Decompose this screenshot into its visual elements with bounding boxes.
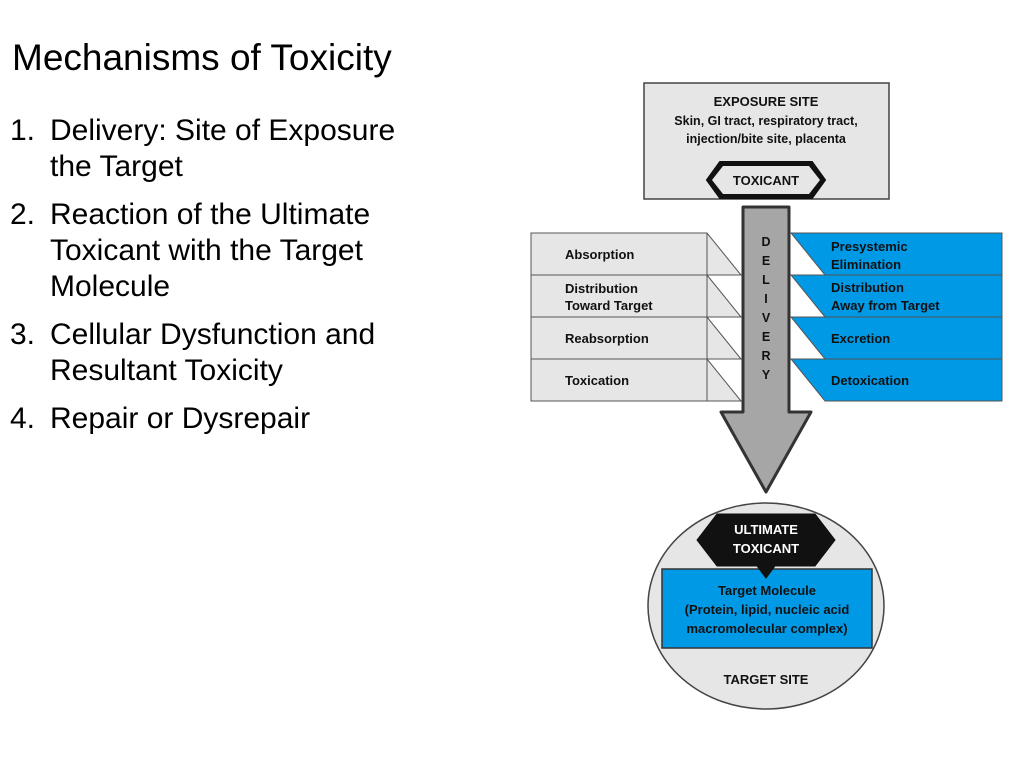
process-label: Distribution <box>565 281 638 296</box>
exposure-site-title: EXPOSURE SITE <box>714 94 819 109</box>
exposure-site-text: EXPOSURE SITE Skin, GI tract, respirator… <box>674 94 857 146</box>
process-label: Toward Target <box>565 298 653 313</box>
mechanism-list: 1. Delivery: Site of Exposure the Target… <box>10 113 520 449</box>
delivery-letter: E <box>762 330 770 344</box>
delivery-letter: Y <box>762 368 771 382</box>
delivery-letter: I <box>764 292 767 306</box>
target-site-label: TARGET SITE <box>724 672 809 687</box>
process-label: Absorption <box>565 247 634 262</box>
target-molecule-line: macromolecular complex) <box>686 621 847 636</box>
target-molecule-text: Target Molecule (Protein, lipid, nucleic… <box>685 583 850 636</box>
ultimate-toxicant-hexagon <box>696 513 836 579</box>
process-box-excretion <box>789 316 1003 360</box>
target-molecule-line: (Protein, lipid, nucleic acid <box>685 602 850 617</box>
process-label: Toxication <box>565 373 629 388</box>
list-line: Cellular Dysfunction and <box>50 318 376 351</box>
left-process-labels: Absorption Distribution Toward Target Re… <box>565 247 653 388</box>
delivery-letter: V <box>762 311 771 325</box>
list-line: Repair or Dysrepair <box>50 402 311 435</box>
list-line: Delivery: Site of Exposure <box>50 114 396 147</box>
process-label: Away from Target <box>831 298 940 313</box>
list-item: 3. Cellular Dysfunction and Resultant To… <box>10 317 520 389</box>
list-item: 4. Repair or Dysrepair <box>10 401 520 437</box>
list-number: 1. <box>10 114 36 147</box>
delivery-letters: D E L I V E R Y <box>761 235 770 382</box>
target-molecule-line: Target Molecule <box>718 583 816 598</box>
process-label: Detoxication <box>831 373 909 388</box>
process-label: Presystemic <box>831 239 908 254</box>
left-process-boxes <box>530 232 743 402</box>
ultimate-toxicant-line: TOXICANT <box>733 541 799 556</box>
slide-title: Mechanisms of Toxicity <box>12 37 392 78</box>
process-label: Reabsorption <box>565 331 649 346</box>
toxicant-hexagon-inner <box>712 166 820 194</box>
exposure-site-line: injection/bite site, placenta <box>686 132 847 146</box>
list-item: 1. Delivery: Site of Exposure the Target <box>10 113 520 185</box>
process-box-detoxication <box>789 358 1003 402</box>
list-line: Toxicant with the Target <box>50 234 363 267</box>
process-box-toxication <box>530 358 743 402</box>
list-line: the Target <box>50 150 183 183</box>
ultimate-toxicant-text: ULTIMATE TOXICANT <box>733 522 799 556</box>
list-number: 3. <box>10 318 36 351</box>
process-label: Distribution <box>831 280 904 295</box>
list-line: Molecule <box>50 270 171 303</box>
process-label: Elimination <box>831 257 901 272</box>
list-line: Resultant Toxicity <box>50 354 283 387</box>
target-molecule-box <box>661 568 873 649</box>
list-text: Reaction of the Ultimate Toxicant with t… <box>50 197 520 305</box>
list-text: Repair or Dysrepair <box>50 401 520 437</box>
right-process-labels: Presystemic Elimination Distribution Awa… <box>831 239 940 388</box>
process-label: Excretion <box>831 331 890 346</box>
list-number: 4. <box>10 402 36 435</box>
delivery-letter: E <box>762 254 770 268</box>
delivery-letter: L <box>762 273 770 287</box>
process-box-reabsorption <box>530 316 743 360</box>
process-box-distribution-toward <box>530 274 743 318</box>
exposure-site-line: Skin, GI tract, respiratory tract, <box>674 114 857 128</box>
list-number: 2. <box>10 198 36 231</box>
delivery-letter: R <box>761 349 770 363</box>
delivery-arrow <box>719 205 813 494</box>
process-box-absorption <box>530 232 743 276</box>
list-item: 2. Reaction of the Ultimate Toxicant wit… <box>10 197 520 305</box>
list-text: Delivery: Site of Exposure the Target <box>50 113 520 185</box>
toxicant-label: TOXICANT <box>733 173 799 188</box>
right-process-boxes <box>789 232 1003 402</box>
list-text: Cellular Dysfunction and Resultant Toxic… <box>50 317 520 389</box>
delivery-letter: D <box>761 235 770 249</box>
ultimate-toxicant-line: ULTIMATE <box>734 522 798 537</box>
list-line: Reaction of the Ultimate <box>50 198 371 231</box>
